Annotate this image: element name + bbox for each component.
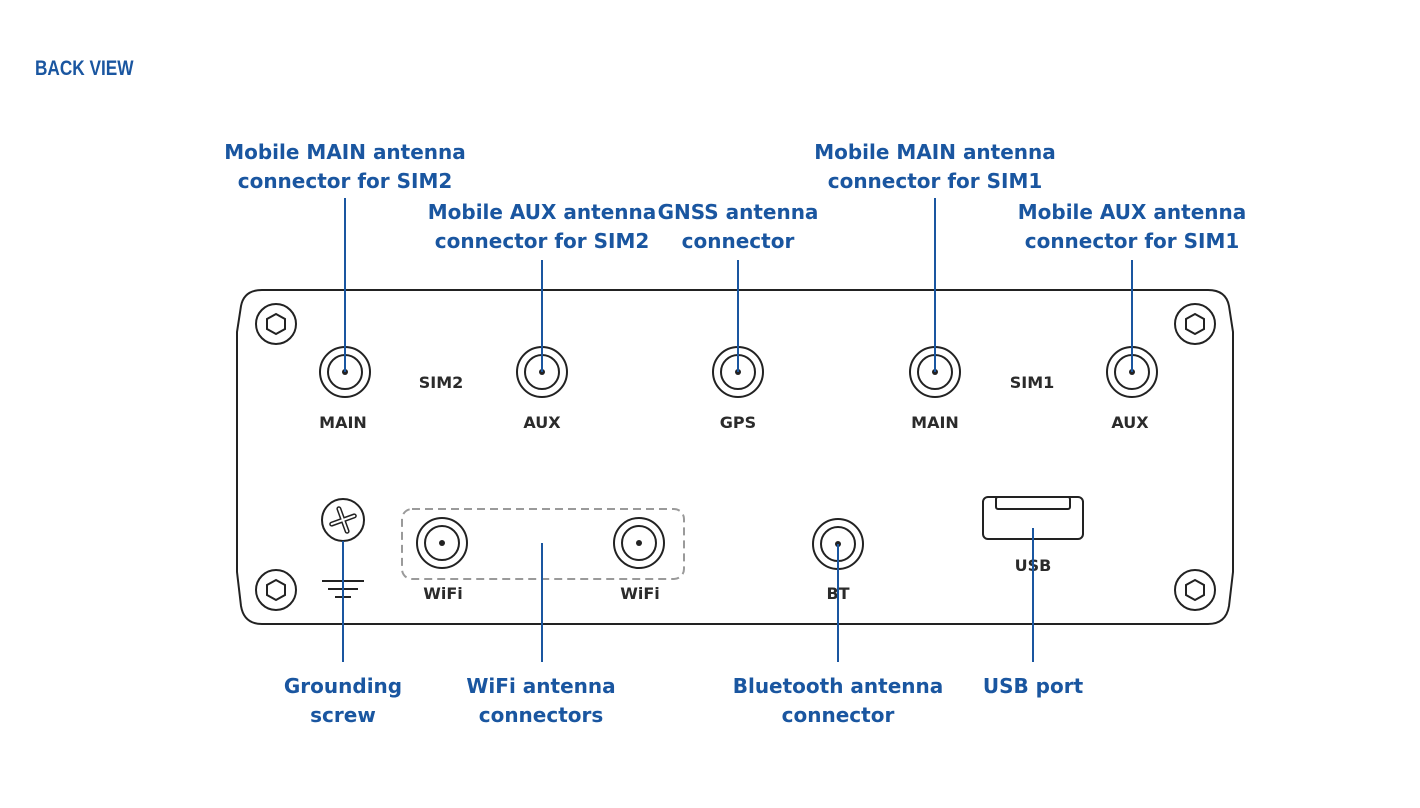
callout-main-sim2-line1: Mobile MAIN antenna — [224, 140, 466, 164]
panel-label-sim2: SIM2 — [419, 373, 464, 392]
cross-screw-icon — [321, 498, 365, 542]
callout-aux-sim2-line2: connector for SIM2 — [435, 229, 650, 253]
callout-bluetooth-line1: Bluetooth antenna — [733, 674, 944, 698]
callout-wifi-line1: WiFi antenna — [466, 674, 615, 698]
panel-label-sim1: SIM1 — [1010, 373, 1055, 392]
hex-screw-icon — [255, 303, 297, 345]
panel-label-main-sim1: MAIN — [911, 413, 959, 432]
wifi-2-connector-icon — [613, 517, 665, 569]
callout-grounding-line1: Grounding — [284, 674, 402, 698]
panel-label-wifi-1: WiFi — [423, 584, 463, 603]
callout-gnss-line1: GNSS antenna — [658, 200, 819, 224]
callout-main-sim2-line2: connector for SIM2 — [238, 169, 453, 193]
panel-label-aux-sim2: AUX — [523, 413, 561, 432]
hex-screw-icon — [1174, 303, 1216, 345]
hex-screw-icon — [255, 569, 297, 611]
callout-usb-line1: USB port — [983, 674, 1084, 698]
wifi-1-connector-icon — [416, 517, 468, 569]
callout-grounding-line2: screw — [310, 703, 376, 727]
panel-label-main-sim2: MAIN — [319, 413, 367, 432]
device-body — [236, 289, 1234, 625]
panel-label-gps: GPS — [720, 413, 756, 432]
callout-aux-sim1-line2: connector for SIM1 — [1025, 229, 1240, 253]
callout-main-sim1-line1: Mobile MAIN antenna — [814, 140, 1056, 164]
callout-main-sim1-line2: connector for SIM1 — [828, 169, 1043, 193]
hex-screw-icon — [1174, 569, 1216, 611]
panel-label-wifi-2: WiFi — [620, 584, 660, 603]
callout-gnss-line2: connector — [682, 229, 795, 253]
panel-label-aux-sim1: AUX — [1111, 413, 1149, 432]
callout-aux-sim2-line1: Mobile AUX antenna — [428, 200, 657, 224]
callout-wifi-line2: connectors — [479, 703, 604, 727]
callout-aux-sim1-line1: Mobile AUX antenna — [1018, 200, 1247, 224]
callout-bluetooth-line2: connector — [782, 703, 895, 727]
page-title: BACK VIEW — [35, 57, 134, 80]
